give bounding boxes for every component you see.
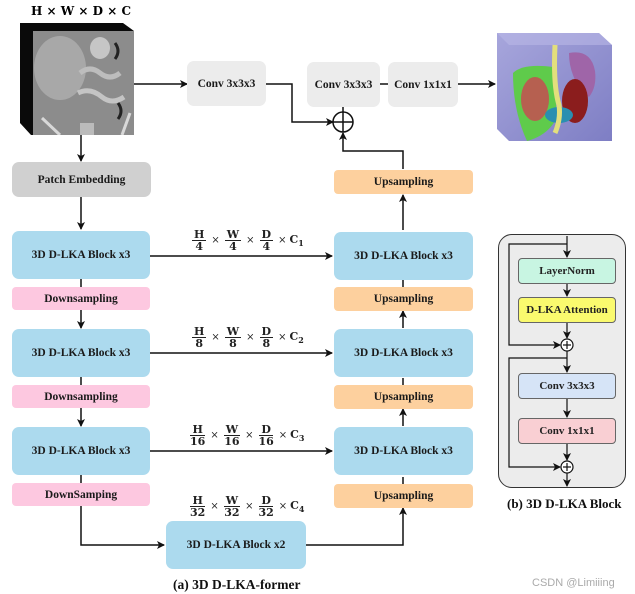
w-symbol: W: [224, 325, 242, 338]
upsampling-4[interactable]: Upsampling: [334, 484, 473, 508]
c-symbol: C: [289, 233, 299, 246]
times-symbol: ×: [278, 430, 288, 441]
divisor: 8: [262, 337, 271, 350]
times-symbol: ×: [246, 235, 255, 246]
times-symbol: ×: [210, 501, 219, 512]
divisor: 8: [195, 337, 204, 350]
channel-index: 3: [298, 433, 305, 443]
channel-label: C4: [290, 499, 304, 514]
decoder-block-1[interactable]: 3D D-LKA Block x3: [334, 232, 473, 280]
h-symbol: H: [192, 228, 207, 241]
d-symbol: D: [259, 494, 273, 507]
channel-index: 4: [298, 504, 305, 514]
d-symbol: D: [259, 325, 274, 338]
downsampling-3[interactable]: DownSamping: [12, 483, 150, 506]
h-symbol: H: [190, 423, 205, 436]
channel-label: C3: [290, 428, 304, 443]
head-conv-1x1x1[interactable]: Conv 1x1x1: [388, 62, 458, 107]
encoder-block-3[interactable]: 3D D-LKA Block x3: [12, 427, 150, 475]
decoder-block-3[interactable]: 3D D-LKA Block x3: [334, 427, 473, 475]
divisor: 32: [190, 506, 206, 519]
divisor: 32: [258, 506, 274, 519]
divisor: 16: [224, 435, 240, 448]
times-symbol: ×: [210, 430, 219, 441]
decoder-block-2[interactable]: 3D D-LKA Block x3: [334, 329, 473, 377]
w-symbol: W: [223, 423, 241, 436]
channel-index: 2: [298, 335, 304, 345]
divisor: 8: [229, 337, 237, 350]
channel-label: C2: [289, 330, 303, 345]
upsampling-2[interactable]: Upsampling: [334, 287, 473, 311]
divisor: 32: [224, 506, 240, 519]
encoder-block-1[interactable]: 3D D-LKA Block x3: [12, 231, 150, 279]
input-dims-label: H × W × D × C: [31, 4, 132, 18]
c-symbol: C: [289, 330, 299, 343]
encoder-block-2[interactable]: 3D D-LKA Block x3: [12, 329, 150, 377]
divisor: 16: [258, 435, 274, 448]
upsampling-3[interactable]: Upsampling: [334, 385, 473, 409]
times-symbol: ×: [246, 332, 255, 343]
w-symbol: W: [223, 494, 241, 507]
times-symbol: ×: [245, 501, 254, 512]
segmentation-output-image: [497, 33, 612, 141]
skip-conv-3x3x3[interactable]: Conv 3x3x3: [187, 61, 266, 106]
times-symbol: ×: [278, 501, 288, 512]
patch-embedding[interactable]: Patch Embedding: [12, 162, 151, 197]
channel-index: 1: [298, 238, 304, 248]
divisor: 16: [190, 435, 206, 448]
layernorm-box[interactable]: LayerNorm: [518, 258, 616, 284]
d-symbol: D: [259, 423, 273, 436]
divisor: 4: [195, 240, 204, 253]
c-symbol: C: [290, 499, 299, 512]
times-symbol: ×: [245, 430, 254, 441]
former-caption: (a) 3D D-LKA-former: [173, 577, 301, 592]
w-symbol: W: [224, 228, 242, 241]
times-symbol: ×: [211, 332, 220, 343]
bottleneck-block[interactable]: 3D D-LKA Block x2: [166, 521, 306, 569]
dlka-attention-box[interactable]: D-LKA Attention: [518, 297, 616, 323]
times-symbol: ×: [278, 235, 287, 246]
downsampling-1[interactable]: Downsampling: [12, 287, 150, 310]
block-caption: (b) 3D D-LKA Block: [507, 496, 622, 511]
times-symbol: ×: [278, 332, 287, 343]
channel-label: C1: [289, 233, 303, 248]
c-symbol: C: [290, 428, 299, 441]
block-conv-3x3x3[interactable]: Conv 3x3x3: [518, 373, 616, 399]
d-symbol: D: [259, 228, 274, 241]
h-symbol: H: [190, 494, 205, 507]
times-symbol: ×: [211, 235, 220, 246]
upsampling-top[interactable]: Upsampling: [334, 170, 473, 194]
divisor: 4: [262, 240, 271, 253]
divisor: 4: [229, 240, 237, 253]
block-conv-1x1x1[interactable]: Conv 1x1x1: [518, 418, 616, 444]
h-symbol: H: [192, 325, 207, 338]
downsampling-2[interactable]: Downsampling: [12, 385, 150, 408]
ct-scan-image: [20, 23, 134, 137]
head-conv-3x3x3[interactable]: Conv 3x3x3: [307, 62, 380, 107]
watermark: CSDN @Limiiing: [532, 577, 615, 589]
